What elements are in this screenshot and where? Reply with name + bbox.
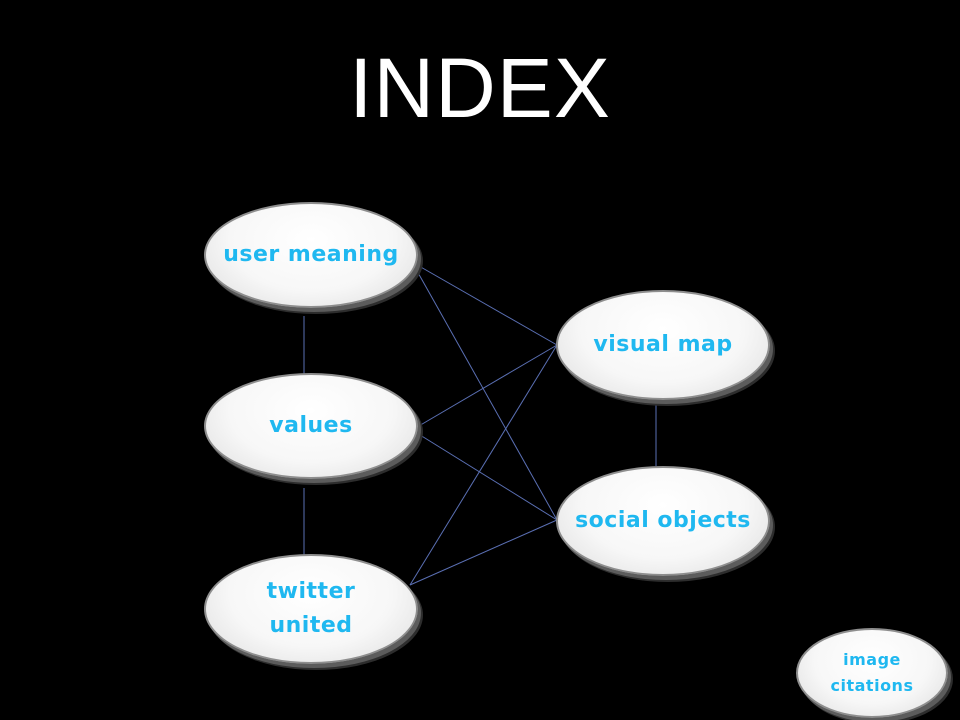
link-values-visual (411, 344, 558, 431)
node-label: user meaning (223, 242, 399, 267)
node-label: twitter united (266, 579, 356, 638)
link-values-social (411, 429, 558, 521)
node-social-objects[interactable]: social objects (556, 466, 770, 576)
node-values[interactable]: values (204, 373, 418, 479)
node-label: image citations (830, 650, 914, 695)
page-title: INDEX (349, 41, 611, 135)
link-user-social (411, 261, 558, 521)
node-twitter-united[interactable]: twitter united (204, 554, 418, 664)
link-twitter-social (409, 519, 558, 586)
node-label: visual map (593, 332, 733, 357)
link-twitter-visual (409, 344, 558, 586)
image-citations-button[interactable]: image citations (796, 628, 948, 718)
node-label: social objects (575, 508, 751, 533)
node-label: values (269, 413, 353, 438)
node-visual-map[interactable]: visual map (556, 290, 770, 400)
node-user-meaning[interactable]: user meaning (204, 202, 418, 308)
link-user-visual (411, 261, 558, 346)
